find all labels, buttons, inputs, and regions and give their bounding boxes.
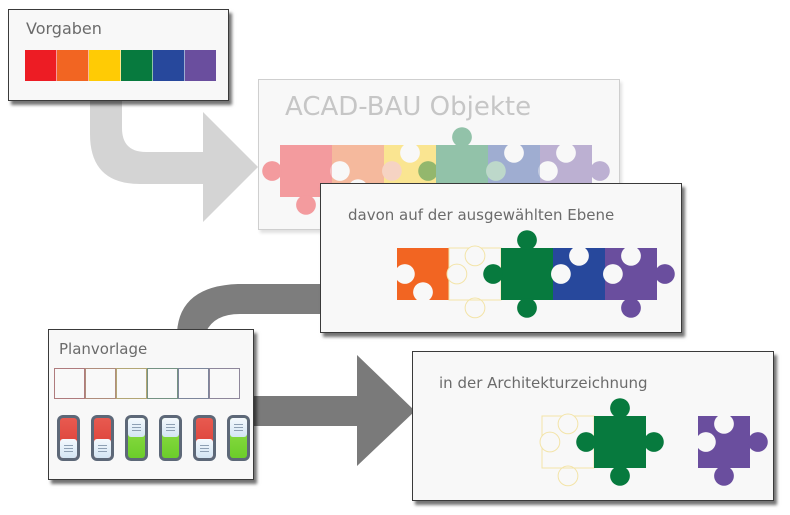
piece-body	[501, 248, 553, 300]
toggle-knob[interactable]	[94, 439, 111, 458]
puzzle-piece-blue	[551, 246, 605, 300]
toggle-knob[interactable]	[162, 418, 179, 437]
vorgaben-panel: Vorgaben	[8, 9, 229, 101]
piece-tab	[714, 466, 734, 486]
piece-body	[594, 416, 646, 468]
piece-blank	[539, 431, 561, 453]
planvorlage-panel: Planvorlage	[48, 329, 254, 480]
piece-blank	[538, 161, 558, 181]
piece-blank	[464, 245, 486, 267]
piece-blank	[395, 264, 415, 284]
toggle-knob[interactable]	[196, 439, 213, 458]
piece-tab	[621, 298, 641, 318]
swatch-orange	[57, 50, 89, 81]
piece-tab	[655, 264, 675, 284]
layer-slot-red	[54, 368, 85, 399]
architektur-title: in der Architekturzeichnung	[439, 374, 648, 392]
piece-tab	[748, 432, 768, 452]
piece-tab	[382, 161, 402, 181]
piece-blank	[603, 264, 623, 284]
swatch-purple	[185, 50, 216, 81]
piece-blank	[551, 264, 571, 284]
arrow-plan-to-davon	[177, 284, 326, 332]
piece-tab	[517, 298, 537, 318]
piece-blank	[569, 246, 589, 266]
layer-toggle-red[interactable]	[57, 415, 80, 461]
piece-tab	[464, 297, 486, 319]
swatch-green	[121, 50, 153, 81]
swatch-yellow	[89, 50, 121, 81]
layer-slot-blue	[178, 368, 209, 399]
swatch-blue	[153, 50, 185, 81]
piece-tab	[576, 432, 596, 452]
piece-blank	[413, 282, 433, 302]
piece-blank	[714, 414, 734, 434]
layer-slot-yellow	[116, 368, 147, 399]
layer-toggle-green[interactable]	[159, 415, 182, 461]
piece-tab	[644, 432, 664, 452]
layer-toggle-orange[interactable]	[91, 415, 114, 461]
arrow-plan-to-arch	[252, 355, 415, 466]
puzzle-piece-yellow	[446, 245, 502, 319]
piece-blank	[486, 161, 506, 181]
piece-blank	[621, 246, 641, 266]
piece-blank	[446, 263, 468, 285]
piece-blank	[556, 143, 576, 163]
piece-tab	[557, 465, 579, 487]
piece-blank	[330, 161, 350, 181]
piece-tab	[610, 398, 630, 418]
layer-toggle-yellow[interactable]	[125, 415, 148, 461]
swatch-red	[25, 50, 57, 81]
layer-toggle-purple[interactable]	[227, 415, 250, 461]
toggle-knob[interactable]	[60, 439, 77, 458]
puzzle-piece-purple	[696, 414, 768, 486]
puzzle-piece-yellow	[539, 413, 595, 487]
piece-blank	[400, 143, 420, 163]
piece-tab	[486, 161, 506, 181]
acad-bau-title: ACAD-BAU Objekte	[285, 92, 532, 122]
piece-blank	[696, 432, 716, 452]
layer-toggles	[57, 415, 250, 461]
piece-blank	[504, 143, 524, 163]
piece-tab	[590, 161, 610, 181]
piece-tab	[483, 264, 503, 284]
toggle-knob[interactable]	[128, 418, 145, 437]
puzzle-piece-purple	[603, 246, 675, 318]
piece-tab	[517, 230, 537, 250]
layer-slot-purple	[209, 368, 240, 399]
piece-tab	[610, 466, 630, 486]
color-swatches	[25, 50, 216, 81]
layer-slots	[54, 368, 240, 399]
architektur-panel: in der Architekturzeichnung	[412, 351, 774, 501]
piece-tab	[296, 195, 316, 215]
davon-title: davon auf der ausgewählten Ebene	[348, 206, 615, 224]
piece-tab	[262, 161, 282, 181]
arrow-vorgaben-to-acad	[90, 100, 258, 222]
piece-tab	[418, 161, 438, 181]
layer-slot-green	[147, 368, 178, 399]
vorgaben-title: Vorgaben	[26, 19, 102, 38]
layer-toggle-blue[interactable]	[193, 415, 216, 461]
piece-tab	[452, 127, 472, 147]
layer-slot-orange	[85, 368, 116, 399]
planvorlage-title: Planvorlage	[59, 340, 148, 358]
toggle-knob[interactable]	[230, 418, 247, 437]
puzzle-piece-green	[576, 398, 664, 486]
piece-blank	[382, 161, 402, 181]
piece-blank	[557, 413, 579, 435]
